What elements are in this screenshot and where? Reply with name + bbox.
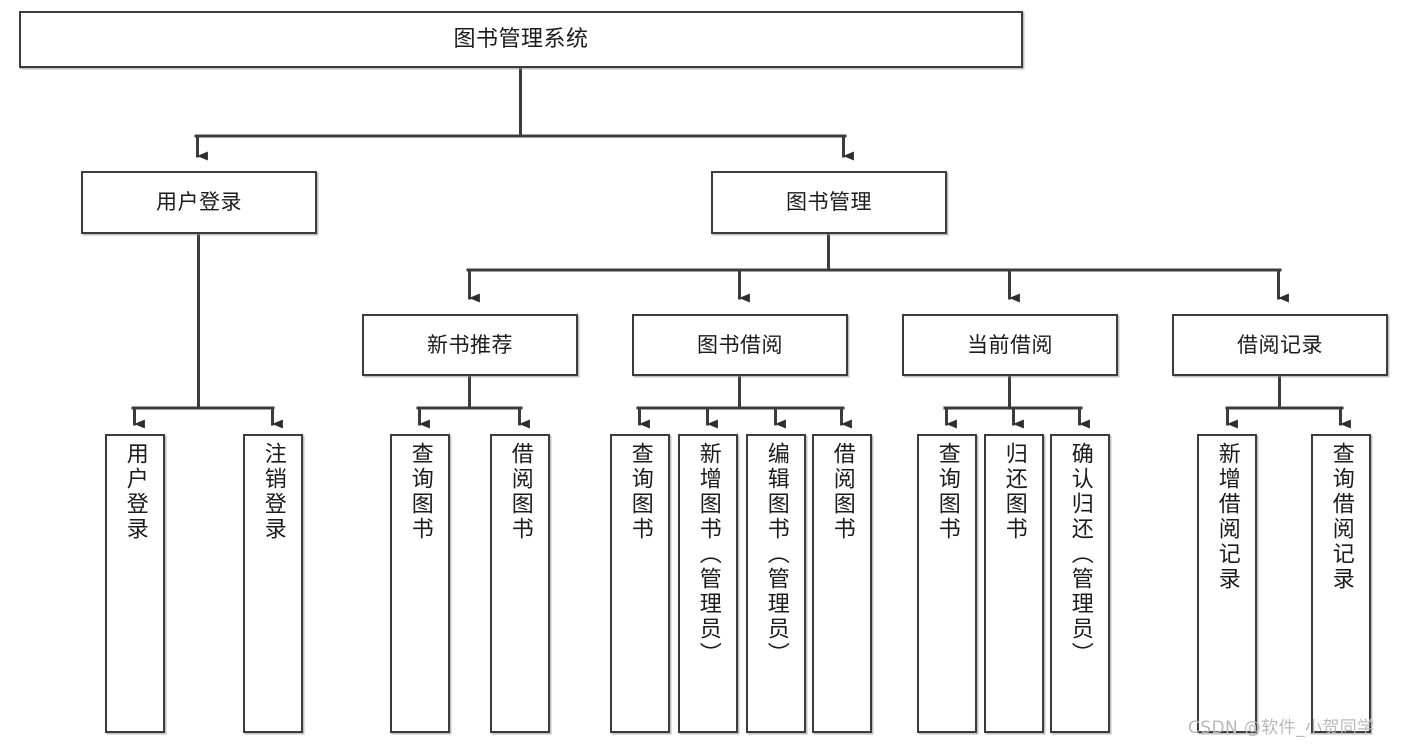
node-label: 新书推荐	[427, 332, 513, 357]
leaf-new-book-query-book[interactable]: 查询图书	[390, 434, 450, 733]
node-root-book-management-system[interactable]: 图书管理系统	[19, 11, 1023, 68]
node-label: 查询图书	[407, 442, 433, 542]
leaf-user-login-logout[interactable]: 注销登录	[243, 434, 303, 733]
leaf-book-borrow-edit-book-admin[interactable]: 编辑图书（管理员）	[746, 434, 806, 733]
node-label: 编辑图书（管理员）	[763, 442, 789, 667]
leaf-current-borrow-return-book[interactable]: 归还图书	[984, 434, 1044, 733]
node-label: 注销登录	[260, 442, 286, 542]
node-book-management[interactable]: 图书管理	[711, 171, 947, 234]
node-label: 图书借阅	[697, 332, 783, 357]
node-new-book-recommend[interactable]: 新书推荐	[362, 314, 578, 376]
leaf-new-book-borrow-book[interactable]: 借阅图书	[490, 434, 550, 733]
leaf-borrow-record-query-record[interactable]: 查询借阅记录	[1311, 434, 1371, 733]
node-label: 查询图书	[934, 442, 960, 542]
node-label: 图书管理	[786, 190, 872, 215]
node-book-borrow[interactable]: 图书借阅	[632, 314, 848, 376]
leaf-book-borrow-query-book[interactable]: 查询图书	[610, 434, 670, 733]
leaf-book-borrow-borrow-book[interactable]: 借阅图书	[812, 434, 872, 733]
node-label: 图书管理系统	[453, 26, 589, 52]
leaf-book-borrow-add-book-admin[interactable]: 新增图书（管理员）	[678, 434, 738, 733]
node-label: 当前借阅	[967, 332, 1053, 357]
node-label: 借阅图书	[829, 442, 855, 542]
node-current-borrow[interactable]: 当前借阅	[902, 314, 1118, 376]
node-label: 用户登录	[122, 442, 148, 542]
leaf-current-borrow-query-book[interactable]: 查询图书	[917, 434, 977, 733]
node-label: 新增借阅记录	[1214, 442, 1240, 592]
node-label: 归还图书	[1001, 442, 1027, 542]
csdn-watermark: CSDN @软件_小贺同学	[1188, 718, 1375, 738]
node-user-login[interactable]: 用户登录	[81, 171, 317, 234]
leaf-borrow-record-add-record[interactable]: 新增借阅记录	[1197, 434, 1257, 733]
node-label: 用户登录	[156, 190, 242, 215]
node-label: 借阅记录	[1237, 332, 1323, 357]
node-label: 确认归还（管理员）	[1067, 442, 1093, 667]
node-label: 查询图书	[627, 442, 653, 542]
node-label: 查询借阅记录	[1328, 442, 1354, 592]
node-borrow-record[interactable]: 借阅记录	[1172, 314, 1388, 376]
node-label: 借阅图书	[507, 442, 533, 542]
leaf-current-borrow-confirm-return-admin[interactable]: 确认归还（管理员）	[1050, 434, 1110, 733]
leaf-user-login-login[interactable]: 用户登录	[105, 434, 165, 733]
node-label: 新增图书（管理员）	[695, 442, 721, 667]
